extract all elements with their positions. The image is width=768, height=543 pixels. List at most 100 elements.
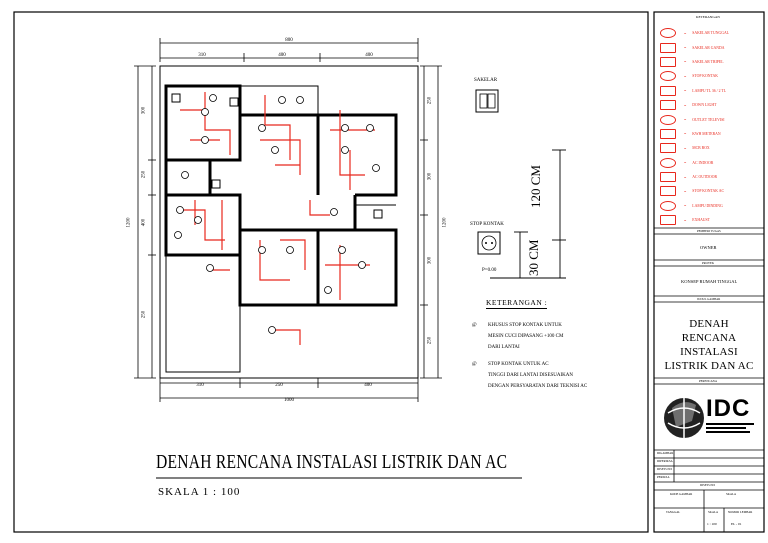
legend-text: LAMPU TL 36 / 2 TL xyxy=(692,88,727,93)
socket-detail xyxy=(477,231,501,255)
legend-item: = SAKELAR TUNGGAL xyxy=(660,26,762,40)
legend-text: STOP KONTAK xyxy=(692,74,719,79)
row-label: DIPERIKSA xyxy=(657,459,673,463)
switch-double-icon xyxy=(660,42,676,53)
legend-text: EXHAUST xyxy=(692,218,710,223)
dimension-label: 310 xyxy=(198,53,206,58)
legend-bullet: = xyxy=(684,174,687,180)
dimension-label: 400 xyxy=(364,383,372,388)
footer-value: EL - 01 xyxy=(731,522,742,526)
ac-indoor-icon xyxy=(660,157,676,168)
bottom-label: SKALA xyxy=(726,492,737,496)
legend-item: =OUTLET TELEVISI xyxy=(660,112,762,126)
project-label: PROYEK xyxy=(702,261,715,265)
floor-plan xyxy=(134,38,442,402)
legend-text: MCB BOX xyxy=(692,146,710,151)
title-block-frame xyxy=(653,11,765,533)
dimension-label: 310 xyxy=(196,383,204,388)
notes-block: KETERANGAN : @ KHUSUS STOP KONTAK UNTUK … xyxy=(472,292,642,392)
dimension-label: 1000 xyxy=(284,398,295,403)
height-120-label: 120 CM xyxy=(528,165,543,208)
footer-label: NOMOR LEMBAR xyxy=(728,510,753,514)
socket-note: P=0.00 xyxy=(482,268,497,273)
legend-text: AC OUTDOOR xyxy=(692,175,718,180)
height-dimension xyxy=(490,149,566,279)
note-item: @ STOP KONTAK UNTUK AC TINGGI DARI LANTA… xyxy=(472,359,642,392)
note-line: DARI LANTAI xyxy=(488,345,520,350)
notes-heading: KETERANGAN : xyxy=(486,298,548,309)
legend-bullet: = xyxy=(684,59,687,65)
note-line: MESIN CUCI DIPASANG +100 CM xyxy=(488,334,564,339)
company-logo: IDC xyxy=(662,393,758,443)
row-label: PERIKSA xyxy=(657,475,670,479)
switch-detail xyxy=(475,89,499,113)
lamp-tl-icon xyxy=(660,85,676,96)
pemberi-tugas-label: PEMBERI TUGAS xyxy=(697,229,721,233)
legend-bullet: = xyxy=(684,102,687,108)
legend-text: DOWN LIGHT xyxy=(692,103,717,108)
downlight-icon xyxy=(660,100,676,111)
legend-text: OUTLET TELEVISI xyxy=(692,117,725,122)
dimension-label: 250 xyxy=(275,383,283,388)
footer-value: 1 : 100 xyxy=(707,522,717,526)
dim-right-0: 250 xyxy=(427,96,433,105)
legend-item: =AC INDOOR xyxy=(660,156,762,170)
legend-header: KETERANGAN xyxy=(696,15,720,19)
row-label: DISETUJUI xyxy=(657,467,672,471)
legend-text: SAKELAR TRIPEL xyxy=(692,59,724,64)
legend-text: SAKELAR TUNGGAL xyxy=(692,31,730,36)
height-30-label: 30 CM xyxy=(526,239,541,276)
socket-label: STOP KONTAK xyxy=(470,222,504,227)
bottom-label: KODE GAMBAR xyxy=(670,492,693,496)
logo-text: IDC xyxy=(706,395,751,422)
legend-bullet: = xyxy=(684,45,687,51)
dimension-label: 800 xyxy=(285,38,293,43)
legend-bullet: = xyxy=(684,73,687,79)
note-line: TINGGI DARI LANTAI DISESUAIKAN xyxy=(488,373,574,378)
switch-triple-icon xyxy=(660,56,676,67)
approval-label: DISETUJUI xyxy=(700,483,715,487)
legend-item: = DOWN LIGHT xyxy=(660,98,762,112)
footer-label: TANGGAL xyxy=(666,510,681,514)
drawing-label: JUDUL GAMBAR xyxy=(697,297,721,301)
globe-icon xyxy=(664,398,704,438)
outlet-tv-icon xyxy=(660,114,676,125)
legend-item: = STOP KONTAK AC xyxy=(660,184,762,198)
legend-item: = MCB BOX xyxy=(660,141,762,155)
legend-bullet: = xyxy=(684,145,687,151)
legend-item: = KWH METERAN xyxy=(660,127,762,141)
owner-name: OWNER xyxy=(700,245,717,250)
drawing-title: DENAH RENCANA INSTALASI LISTRIK DAN AC xyxy=(156,451,508,473)
note-bullet: @ xyxy=(472,362,477,367)
dim-right-overall: 1200 xyxy=(442,217,448,228)
legend-bullet: = xyxy=(684,188,687,194)
note-item: @ KHUSUS STOP KONTAK UNTUK MESIN CUCI DI… xyxy=(472,320,642,353)
legend-text: AC INDOOR xyxy=(692,160,714,165)
note-line: KHUSUS STOP KONTAK UNTUK xyxy=(488,323,562,328)
legend-item: =LAMPU DINDING xyxy=(660,199,762,213)
dim-right-2: 300 xyxy=(427,256,433,265)
drawing-scale: SKALA 1 : 100 xyxy=(158,486,241,498)
legend-bullet: = xyxy=(684,131,687,137)
legend-text: STOP KONTAK AC xyxy=(692,189,725,194)
socket-icon xyxy=(660,71,676,82)
consultant-label: PERENCANA xyxy=(699,379,718,383)
exhaust-icon xyxy=(660,215,676,226)
dim-left-1: 250 xyxy=(141,170,147,179)
legend-item: = STOP KONTAK xyxy=(660,69,762,83)
kwh-icon xyxy=(660,128,676,139)
project-name: KONSEP RUMAH TINGGAL xyxy=(681,279,738,284)
legend-item: = AC OUTDOOR xyxy=(660,170,762,184)
title-block-drawing-title: DENAH RENCANA INSTALASI LISTRIK DAN AC xyxy=(664,318,754,372)
legend-item: =SAKELAR GANDA xyxy=(660,40,762,54)
dim-left-2: 400 xyxy=(141,218,147,227)
legend-item: = LAMPU TL 36 / 2 TL xyxy=(660,84,762,98)
sheet-frame xyxy=(13,11,649,533)
legend-text: KWH METERAN xyxy=(692,131,721,136)
dim-right-1: 300 xyxy=(427,172,433,181)
legend-bullet: = xyxy=(684,30,687,36)
note-bullet: @ xyxy=(472,323,477,328)
legend-bullet: = xyxy=(684,88,687,94)
dim-right-3: 250 xyxy=(427,336,433,345)
